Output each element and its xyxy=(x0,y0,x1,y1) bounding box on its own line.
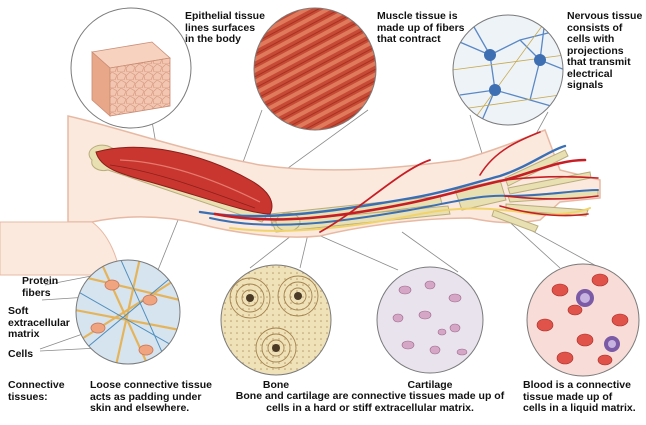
soft-matrix-label: Soft extracellular matrix xyxy=(8,305,70,340)
nervous-circle xyxy=(452,14,564,126)
cartilage-circle xyxy=(376,266,484,374)
bone-circle xyxy=(220,264,332,376)
cartilage-label: Cartilage xyxy=(407,379,453,391)
vessels xyxy=(198,131,599,233)
blood-circle xyxy=(526,263,640,377)
blood-caption: Blood is a connective tissue made up of … xyxy=(523,379,636,414)
protein-fibers-label: Protein fibers xyxy=(22,275,59,299)
connective-tissues-heading: Connective tissues: xyxy=(8,379,65,403)
loose-connective-caption: Loose connective tissue acts as padding … xyxy=(90,379,212,414)
epithelial-label: Epithelial tissue lines surfaces in the … xyxy=(185,10,265,45)
biceps-muscle xyxy=(95,146,273,215)
nervous-label: Nervous tissue consists of cells with pr… xyxy=(567,10,643,91)
bone-label: Bone xyxy=(262,379,290,391)
cells-label: Cells xyxy=(8,348,34,360)
epithelial-circle xyxy=(70,7,192,129)
muscle-circle xyxy=(253,7,377,131)
bone-cartilage-caption: Bone and cartilage are connective tissue… xyxy=(235,390,505,414)
loose-connective-circle xyxy=(75,259,181,365)
muscle-label: Muscle tissue is made up of fibers that … xyxy=(377,10,465,45)
